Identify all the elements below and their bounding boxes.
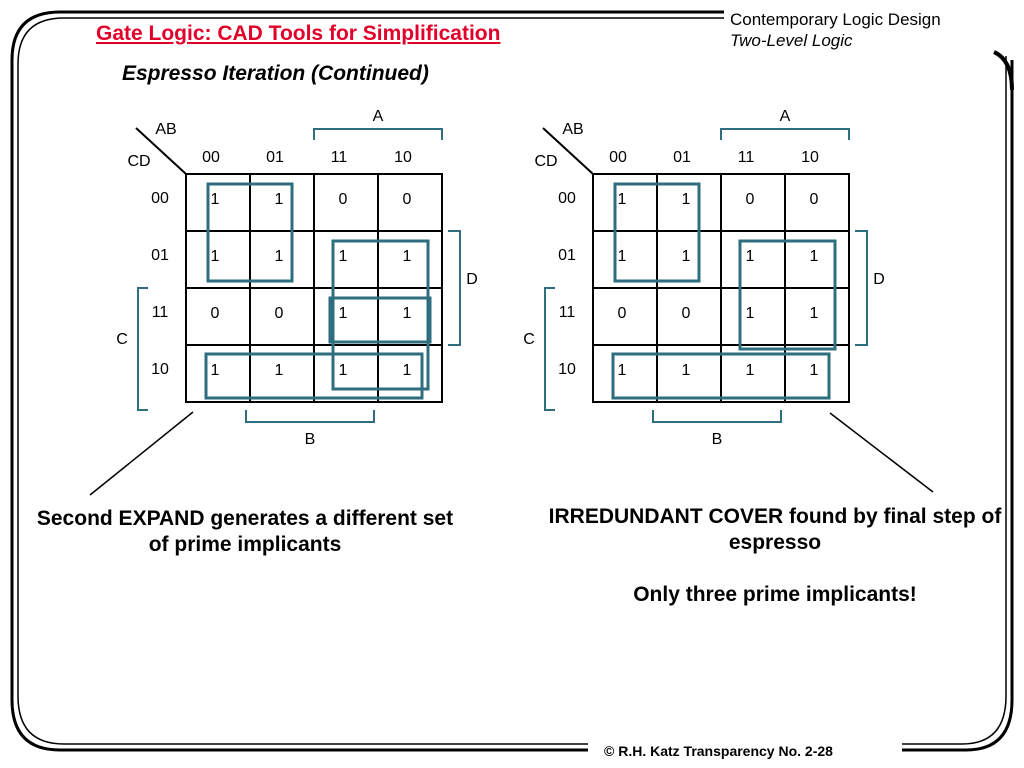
kmap-col-header: 10 — [801, 149, 819, 166]
kmap-row-header: 00 — [151, 190, 169, 207]
prime-implicant-loop — [328, 296, 432, 344]
slide-title: Gate Logic: CAD Tools for Simplification — [96, 22, 501, 45]
kmap-cell-value: 1 — [339, 305, 348, 322]
bracket-d — [448, 230, 461, 346]
kmap-cell-value: 1 — [211, 191, 220, 208]
kmap-cell-value: 1 — [339, 248, 348, 265]
caption-right: IRREDUNDANT COVER found by final step of… — [548, 505, 1002, 554]
var-b-label: B — [712, 431, 723, 448]
kmap-row-header: 10 — [558, 361, 576, 378]
kmap-cell-value: 1 — [810, 362, 819, 379]
pointer-line-left — [89, 411, 194, 496]
kmap-cell-value: 0 — [682, 305, 691, 322]
course-name: Contemporary Logic Design — [730, 10, 941, 29]
kmap-col-vars-label: AB — [562, 121, 583, 138]
kmap-cell-value: 0 — [339, 191, 348, 208]
kmap-cell-value: 1 — [746, 248, 755, 265]
kmap-cell-value: 1 — [211, 248, 220, 265]
var-b-label: B — [305, 431, 316, 448]
kmap-cell-value: 0 — [618, 305, 627, 322]
kmap-cell-value: 1 — [403, 362, 412, 379]
kmap-cell-value: 1 — [275, 248, 284, 265]
pointer-line-right — [829, 412, 934, 493]
kmap-row-header: 00 — [558, 190, 576, 207]
kmap-row-header: 11 — [559, 304, 576, 321]
kmap-cell-value: 0 — [810, 191, 819, 208]
kmap-diagonal — [135, 127, 187, 175]
kmap-cell-value: 1 — [682, 191, 691, 208]
var-c-label: C — [116, 331, 128, 348]
kmap-cell-value: 0 — [746, 191, 755, 208]
kmap-diagonal — [542, 127, 594, 175]
kmap-cell-value: 1 — [403, 305, 412, 322]
kmap-cell-value: 1 — [618, 248, 627, 265]
var-a-label: A — [373, 108, 384, 125]
kmap-cell-value: 1 — [682, 362, 691, 379]
kmap-cell-value: 1 — [618, 362, 627, 379]
caption-left: Second EXPAND generates a different set … — [36, 507, 454, 556]
prime-implicant-loop — [613, 182, 701, 283]
kmap-col-vars-label: AB — [155, 121, 176, 138]
kmap-col-header: 00 — [609, 149, 627, 166]
kmap-cell-value: 1 — [810, 248, 819, 265]
bracket-b — [245, 410, 375, 423]
prime-implicant-loop — [738, 239, 837, 351]
kmap-row-header: 11 — [152, 304, 169, 321]
bracket-d — [855, 230, 868, 346]
slide-subtitle: Espresso Iteration (Continued) — [122, 62, 429, 85]
kmap-row-header: 01 — [151, 247, 169, 264]
bracket-c — [137, 287, 148, 411]
kmap-row-header: 10 — [151, 361, 169, 378]
caption-right-note: Only three prime implicants! — [633, 583, 917, 606]
kmap-cell-value: 1 — [682, 248, 691, 265]
kmap-cell-value: 1 — [746, 362, 755, 379]
course-topic: Two-Level Logic — [730, 31, 853, 50]
kmap-cell-value: 1 — [275, 191, 284, 208]
kmap-cell-value: 1 — [746, 305, 755, 322]
kmap-col-header: 11 — [738, 149, 755, 166]
course-info: Contemporary Logic Design Two-Level Logi… — [730, 9, 941, 51]
var-a-label: A — [780, 108, 791, 125]
kmap-col-header: 00 — [202, 149, 220, 166]
var-d-label: D — [873, 271, 885, 288]
kmap-cell-value: 1 — [339, 362, 348, 379]
kmap-cell-value: 0 — [403, 191, 412, 208]
kmap-cell-value: 1 — [275, 362, 284, 379]
bracket-a — [720, 128, 850, 140]
kmap-cell-value: 1 — [618, 191, 627, 208]
kmap-col-header: 01 — [266, 149, 284, 166]
bracket-c — [544, 287, 555, 411]
kmap-cell-value: 1 — [810, 305, 819, 322]
prime-implicant-loop — [204, 352, 424, 400]
var-c-label: C — [523, 331, 535, 348]
kmap-cell-value: 0 — [211, 305, 220, 322]
kmap-row-vars-label: CD — [127, 153, 150, 170]
footer-copyright: © R.H. Katz Transparency No. 2-28 — [604, 743, 833, 759]
bracket-b — [652, 410, 782, 423]
kmap-col-header: 11 — [331, 149, 348, 166]
kmap-row-vars-label: CD — [534, 153, 557, 170]
kmap-cell-value: 1 — [403, 248, 412, 265]
prime-implicant-loop — [331, 239, 430, 391]
kmap-col-header: 10 — [394, 149, 412, 166]
kmap-row-header: 01 — [558, 247, 576, 264]
prime-implicant-loop — [611, 352, 831, 400]
prime-implicant-loop — [206, 182, 294, 283]
kmap-cell-value: 1 — [211, 362, 220, 379]
kmap-cell-value: 0 — [275, 305, 284, 322]
bracket-a — [313, 128, 443, 140]
kmap-col-header: 01 — [673, 149, 691, 166]
var-d-label: D — [466, 271, 478, 288]
